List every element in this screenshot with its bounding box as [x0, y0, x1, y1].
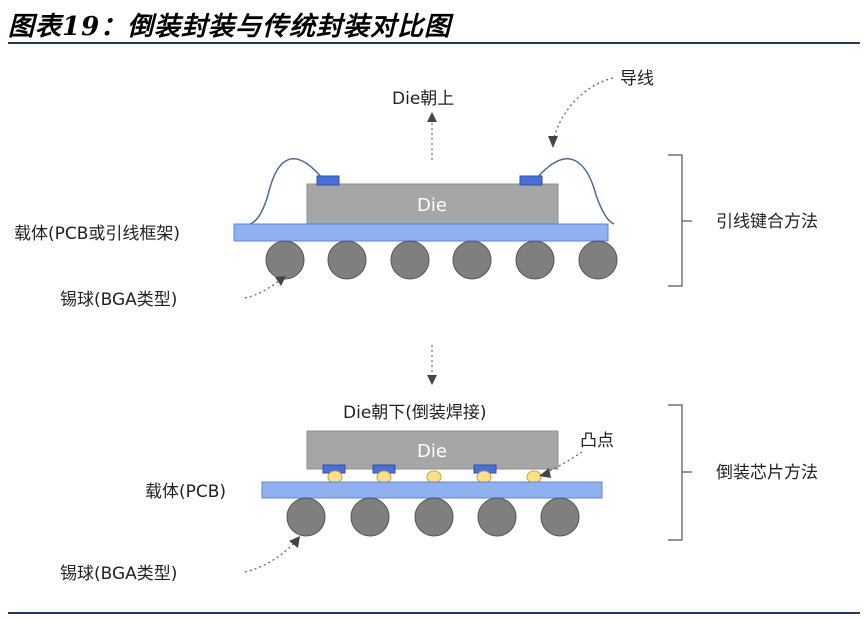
carrier-label-top: 载体(PCB或引线框架): [14, 224, 180, 244]
solder-ball: [452, 240, 492, 280]
footer-rule: [8, 612, 860, 614]
bump: [526, 470, 542, 484]
die-up-arrowhead: [427, 112, 437, 122]
wire-label: 导线: [620, 69, 654, 89]
bump-pointer-head: [539, 468, 551, 478]
carrier-label-bottom: 载体(PCB): [145, 482, 226, 502]
solder-ball: [327, 240, 367, 280]
solder-ball: [286, 497, 326, 537]
substrate-top: [233, 223, 609, 242]
wire-pointer: [552, 77, 614, 143]
solder-balls-top: [265, 240, 618, 280]
solder-label-top: 锡球(BGA类型): [60, 290, 177, 310]
solder-ball: [540, 497, 580, 537]
bump: [376, 470, 392, 484]
solder-balls-bottom: [286, 497, 580, 537]
bond-wire-right: [536, 158, 615, 225]
bump: [327, 470, 343, 484]
title-underline: [8, 42, 860, 44]
substrate-bottom: [261, 481, 603, 499]
solder-ball: [350, 497, 390, 537]
solder-ball: [414, 497, 454, 537]
die-bottom-text: Die: [417, 441, 447, 462]
bump-label: 凸点: [580, 431, 614, 451]
bond-pad-left: [316, 175, 340, 186]
bracket-bottom: [668, 404, 683, 541]
bond-wire-left: [249, 158, 323, 225]
solder-pointer-bottom-head: [289, 536, 300, 548]
solder-pointer-top: [244, 279, 281, 299]
solder-pointer-top-head: [275, 276, 286, 286]
bracket-top: [668, 154, 683, 287]
solder-label-bottom: 锡球(BGA类型): [60, 564, 177, 584]
solder-ball: [477, 497, 517, 537]
die-up-label: Die朝上: [392, 89, 454, 109]
solder-pointer-bottom: [244, 541, 296, 573]
wire-pointer-head: [548, 136, 558, 148]
method-label-bottom: 倒装芯片方法: [716, 463, 818, 483]
bump: [426, 470, 442, 484]
die-down-label: Die朝下(倒装焊接): [343, 403, 487, 423]
solder-ball: [578, 240, 618, 280]
bond-pad-right: [519, 175, 543, 186]
transition-arrowhead: [427, 375, 437, 385]
solder-ball: [390, 240, 430, 280]
die-bottom: [306, 430, 559, 470]
solder-ball: [515, 240, 555, 280]
method-label-top: 引线键合方法: [716, 212, 818, 232]
solder-ball: [265, 240, 305, 280]
die-top-text: Die: [417, 195, 447, 216]
bumps: [327, 470, 542, 484]
bump: [476, 470, 492, 484]
figure-title: 图表19：倒装封装与传统封装对比图: [8, 12, 452, 42]
